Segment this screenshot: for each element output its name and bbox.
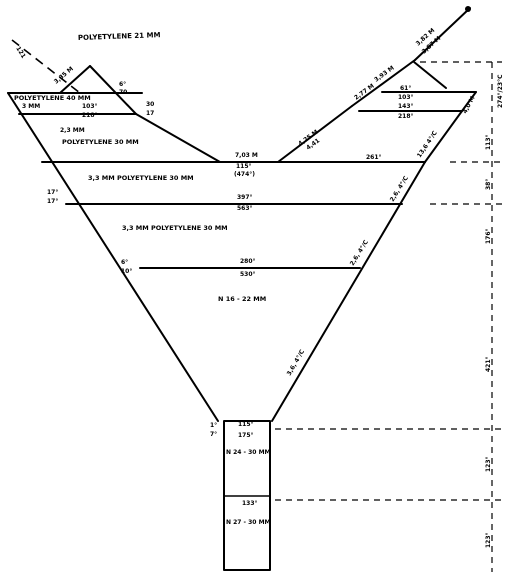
label-right-corner: 4,0 M xyxy=(462,95,477,115)
left-outer-wall xyxy=(7,92,219,422)
label-band3-left-b: 10° xyxy=(121,268,132,275)
label-dim-6: 123° xyxy=(485,532,492,548)
right-corner-edge-top xyxy=(461,91,477,112)
label-dim-2: 38° xyxy=(485,179,492,190)
label-left-small-mm: 2,3 MM xyxy=(60,127,85,134)
label-band1-left-a: 17° xyxy=(47,189,58,196)
funnel-outline xyxy=(7,6,477,571)
label-left-mid-angle1: 30 xyxy=(146,101,154,108)
labels: POLYETYLENE 21 MM 121 3,35 M 6° 70 POLYE… xyxy=(14,27,504,548)
right-corner-edge xyxy=(424,110,463,163)
label-band2-angle2: 563° xyxy=(237,205,253,212)
label-stem1: N 24 - 30 MM xyxy=(226,449,271,456)
label-center-top-mm: 7,03 M xyxy=(235,152,258,159)
label-right-slope4: 3,6, 4°/C xyxy=(286,348,307,377)
label-band2-angle1: 397° xyxy=(237,194,253,201)
label-core: N 16 - 22 MM xyxy=(218,295,266,303)
label-right-slope2: 2,6, 4°/C xyxy=(389,174,410,203)
label-right-angle3: 143° xyxy=(398,103,414,110)
label-right-slope1: 13,6 4°/C xyxy=(416,129,439,159)
label-band2: 3,3 MM POLYETYLENE 30 MM xyxy=(122,224,228,232)
label-band1-right-angle: 261° xyxy=(366,154,382,161)
label-stem-left-b: 7° xyxy=(210,431,217,438)
right-top-dot xyxy=(465,6,471,12)
label-band3-angle1: 280° xyxy=(240,258,256,265)
label-band1: 3,3 MM POLYETYLENE 30 MM xyxy=(88,174,194,182)
label-right-diag2b: 3,93 M xyxy=(373,64,396,83)
label-polyethylene-left-b: POLYETYLENE 30 MM xyxy=(62,138,139,146)
label-right-angle4: 218° xyxy=(398,113,414,120)
label-stem2: N 27 - 30 MM xyxy=(226,519,271,526)
right-wedge xyxy=(413,61,447,89)
right-outer-wall xyxy=(271,161,426,422)
label-stem-top-angle1: 115° xyxy=(238,421,254,428)
label-dim-1: 113° xyxy=(485,134,492,150)
label-left-peak-angle1: 6° xyxy=(119,81,126,88)
label-dim-3: 176° xyxy=(485,228,492,244)
label-polyethylene-left-a: POLYETYLENE 40 MM xyxy=(14,94,91,102)
label-dim-5: 123° xyxy=(485,456,492,472)
right-inner-slope-lower xyxy=(277,105,353,163)
label-band1-left-b: 17° xyxy=(47,198,58,205)
label-right-slope3: 2,6, 4°/C xyxy=(349,238,370,267)
label-left-mid-angle2: 17 xyxy=(146,110,154,117)
left-inner-slope xyxy=(135,113,221,163)
label-center-top-angle2: (474°) xyxy=(234,171,255,178)
label-dim-4: 421° xyxy=(485,356,492,372)
right-inner-slope-upper xyxy=(351,59,416,107)
label-right-angle1: 61° xyxy=(400,85,411,92)
label-stem-mid-angle: 133° xyxy=(242,500,258,507)
label-left-a-angle2: 218° xyxy=(82,112,98,119)
left-peak-right xyxy=(89,65,137,115)
label-band3-angle2: 530° xyxy=(240,271,256,278)
label-left-a-sub-mm: 3 MM xyxy=(22,103,40,110)
label-polyethylene-top: POLYETYLENE 21 MM xyxy=(78,31,161,42)
label-right-angle2: 103° xyxy=(398,94,414,101)
label-center-top-angle1: 115° xyxy=(236,163,252,170)
label-stem-left-a: 1° xyxy=(210,422,217,429)
label-stem-top-angle2: 175° xyxy=(238,432,254,439)
label-band3-left-a: 6° xyxy=(121,259,128,266)
label-left-edge-mark: 121 xyxy=(14,45,27,59)
label-dim-top: 274°/23°C xyxy=(497,74,504,108)
label-left-peak-angle2: 70 xyxy=(119,89,127,96)
dimension-guides xyxy=(275,61,502,572)
left-peak-left xyxy=(59,65,91,94)
label-left-a-angle1: 103° xyxy=(82,103,98,110)
right-top-line xyxy=(414,7,471,61)
